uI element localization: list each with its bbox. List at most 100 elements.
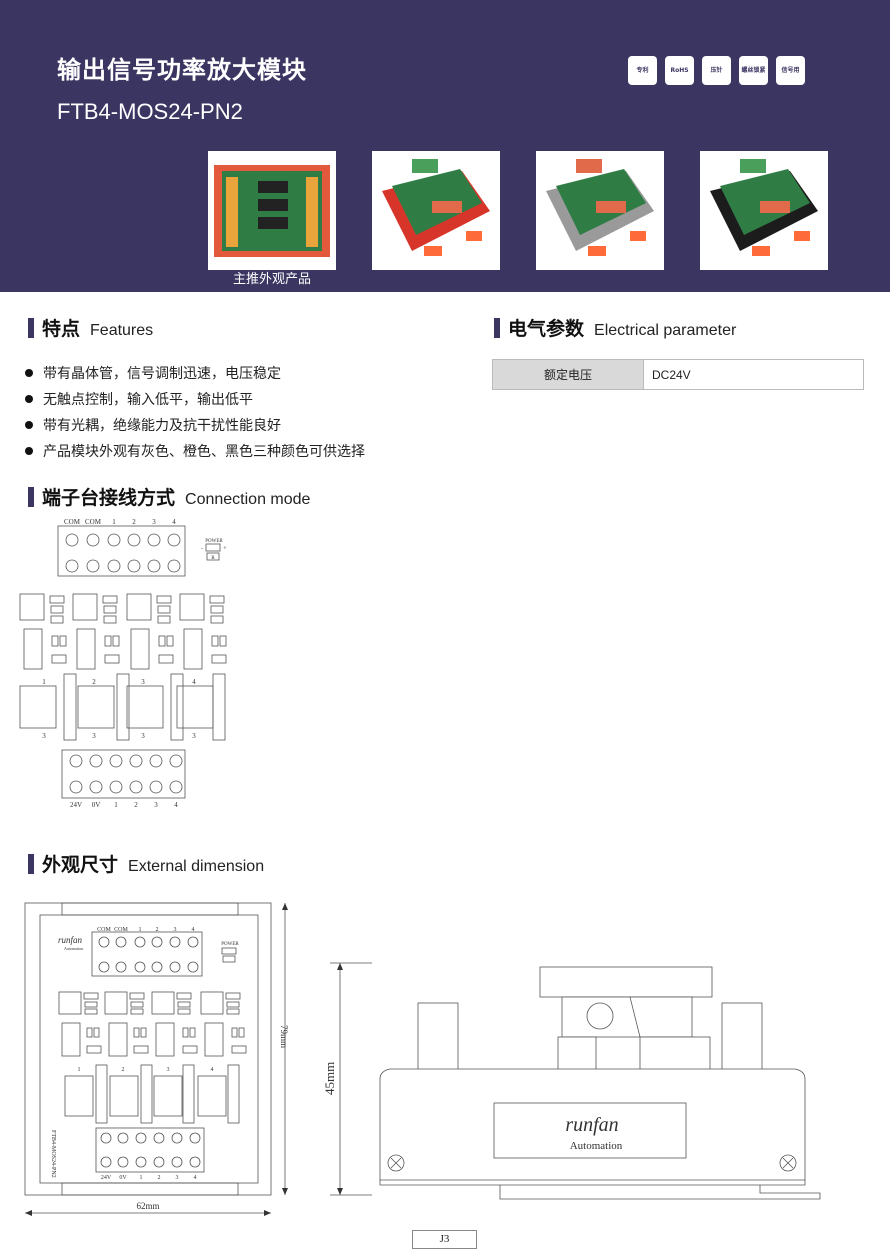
- product-photo-orange: [208, 151, 336, 270]
- section-bar: [494, 317, 500, 338]
- features-list: 带有晶体管，信号调制迅速，电压稳定 无触点控制，输入低平，输出低平 带有光耦，绝…: [25, 360, 365, 464]
- power-led: [205, 543, 221, 552]
- section-title-en: Features: [90, 322, 154, 339]
- terminal-label: 4: [194, 1175, 197, 1181]
- terminal-screws: [69, 754, 183, 794]
- terminal-label: COM: [97, 927, 111, 933]
- terminal-label: 1: [140, 1175, 143, 1181]
- section-bar: [28, 486, 34, 507]
- channel-modules: [19, 593, 227, 741]
- terminal-screws: [98, 936, 199, 973]
- model-vertical-label: FTB4-MOS24-PN2: [50, 1130, 56, 1178]
- height-dimension: 79mm: [279, 1025, 289, 1048]
- power-plus-label: +: [223, 546, 227, 552]
- certification-badges: 专利 RoHS 压针 螺丝锁紧 信号用: [628, 56, 805, 85]
- terminal-label: 4: [192, 927, 195, 933]
- logo-text: runfan: [58, 935, 83, 945]
- pin-label: 3: [141, 732, 145, 740]
- rohs-badge: RoHS: [665, 56, 694, 85]
- pin-label: 3: [92, 732, 96, 740]
- terminal-label: 1: [112, 518, 116, 526]
- feature-item: 无触点控制，输入低平，输出低平: [25, 386, 365, 412]
- features-heading: 特点 Features: [28, 314, 153, 341]
- product-photo-black: [700, 151, 828, 270]
- bullet-icon: [25, 369, 33, 377]
- module-gray-image: [546, 159, 654, 256]
- product-photo-gray: [536, 151, 664, 270]
- channel-number: 1: [78, 1067, 81, 1073]
- logo-text: runfan: [565, 1114, 618, 1136]
- terminal-label: 3: [176, 1175, 179, 1181]
- terminal-label: COM: [85, 518, 102, 526]
- power-minus-label: -: [201, 546, 203, 552]
- section-title-cn: 电气参数: [508, 318, 585, 340]
- section-title-en: Electrical parameter: [594, 322, 737, 339]
- section-title-cn: 端子台接线方式: [42, 487, 176, 509]
- patent-badge: 专利: [628, 56, 657, 85]
- channel-number: 4: [211, 1067, 214, 1073]
- section-title-cn: 特点: [42, 318, 81, 340]
- terminal-label: 3: [152, 518, 156, 526]
- terminal-screws: [65, 533, 181, 573]
- bottom-terminal-block: [61, 749, 186, 799]
- width-dimension: 62mm: [136, 1201, 159, 1211]
- electrical-table: 额定电压 DC24V: [492, 359, 864, 390]
- top-terminal-block: [57, 525, 186, 577]
- logo-sub-text: Automation: [64, 946, 83, 951]
- power-label: POWER: [205, 539, 223, 544]
- terminal-label: 3: [174, 927, 177, 933]
- param-value: DC24V: [652, 367, 691, 382]
- resistor-label: R: [211, 556, 215, 561]
- product-photos: [208, 151, 828, 270]
- feature-item: 带有晶体管，信号调制迅速，电压稳定: [25, 360, 365, 386]
- terminal-label: 24V: [70, 801, 82, 809]
- pin-label: 3: [192, 732, 196, 740]
- product-caption: 主推外观产品: [232, 272, 311, 287]
- channel-number: 4: [192, 678, 196, 686]
- electrical-heading: 电气参数 Electrical parameter: [494, 314, 736, 341]
- module-red-image: [382, 159, 490, 256]
- terminal-label: 0V: [119, 1175, 127, 1181]
- terminal-label: 2: [158, 1175, 161, 1181]
- terminal-label: 24V: [101, 1175, 112, 1181]
- terminal-label: 2: [156, 927, 159, 933]
- section-title-en: External dimension: [128, 858, 265, 875]
- terminal-label: 4: [172, 518, 176, 526]
- terminal-label: 1: [139, 927, 142, 933]
- terminal-label: 2: [132, 518, 136, 526]
- terminal-label: 4: [174, 801, 178, 809]
- top-view-drawing: runfan Automation COM COM 1 2 3 4 POWER …: [24, 902, 289, 1216]
- channel-number: 2: [92, 678, 96, 686]
- feature-item: 带有光耦，绝缘能力及抗干扰性能良好: [25, 412, 365, 438]
- channel-2: [72, 593, 130, 741]
- bullet-icon: [25, 395, 33, 403]
- terminal-screws: [100, 1132, 201, 1168]
- channel-number: 3: [141, 678, 145, 686]
- module-top-view-image: [214, 165, 330, 257]
- terminal-label: COM: [64, 518, 81, 526]
- param-key: 额定电压: [493, 360, 644, 389]
- module-components: [58, 991, 247, 1124]
- terminal-label: 0V: [92, 801, 101, 809]
- depth-dimension: 45mm: [322, 1062, 337, 1095]
- channel-number: 2: [122, 1067, 125, 1073]
- product-title-cn: 输出信号功率放大模块: [57, 56, 307, 84]
- logo-sub-text: Automation: [570, 1140, 623, 1152]
- section-title-cn: 外观尺寸: [42, 854, 119, 876]
- side-view-drawing: 45mm runfan Automation: [322, 962, 821, 1200]
- channel-number: 3: [167, 1067, 170, 1073]
- terminal-label: COM: [114, 927, 128, 933]
- channel-1: [19, 593, 77, 741]
- channel-3: [126, 593, 184, 741]
- dimension-heading: 外观尺寸 External dimension: [28, 850, 264, 877]
- section-bar: [28, 317, 34, 338]
- terminal-label: 2: [134, 801, 138, 809]
- terminal-label: 3: [154, 801, 158, 809]
- section-bar: [28, 853, 34, 874]
- feature-item: 产品模块外观有灰色、橙色、黑色三种颜色可供选择: [25, 438, 365, 464]
- screw-lock-badge: 螺丝锁紧: [739, 56, 768, 85]
- channel-4: [176, 593, 227, 741]
- header-banner: 输出信号功率放大模块 FTB4-MOS24-PN2 专利 RoHS 压针 螺丝锁…: [0, 0, 890, 292]
- press-pin-badge: 压针: [702, 56, 731, 85]
- terminal-label: 1: [114, 801, 118, 809]
